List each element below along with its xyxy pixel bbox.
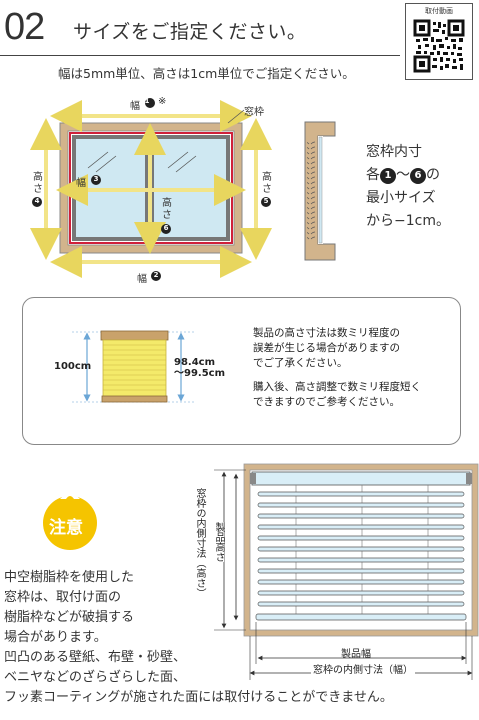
- window-frame-diagram: [30, 98, 336, 281]
- spec-line-1: 窓枠内寸: [366, 144, 422, 160]
- caution-badge-label: 注意: [49, 518, 83, 538]
- label-num-3: 3: [93, 175, 99, 183]
- num4-circle: [32, 197, 42, 207]
- caution-line-7: フッ素コーティングが施された面には取付けることができません。: [4, 690, 393, 705]
- label-range-2: 〜99.5cm: [174, 368, 226, 379]
- note-line-1: 製品の高さ寸法は数ミリ程度の: [253, 327, 400, 339]
- caution-line-2: 窓枠は、取付け面の: [4, 590, 122, 605]
- num1-circle: [145, 98, 155, 108]
- note-line-4: 購入後、高さ調整で数ミリ程度短く: [253, 381, 421, 393]
- label-frame: 窓枠: [244, 107, 264, 118]
- note-line-5: できますのでご参考ください。: [253, 396, 400, 408]
- spec-num-from: 1: [380, 168, 396, 184]
- spec-num-to: 6: [410, 168, 426, 184]
- spec-line-3: 最小サイズ: [366, 190, 436, 206]
- label-num-1: 1: [144, 97, 150, 105]
- label-num-4: 4: [34, 197, 40, 205]
- qr-caption: 取付動画: [425, 7, 453, 15]
- caution-line-3: 樹脂枠などが破損する: [4, 610, 135, 625]
- label-inner-width: 窓枠の内側寸法（幅）: [311, 661, 415, 676]
- spec-line-4: から−1cm。: [366, 213, 450, 229]
- side-profile-diagram: [304, 121, 336, 261]
- num3-circle: [91, 175, 101, 185]
- spec-line-2-mid: 〜: [396, 167, 410, 183]
- size-subtitle: 幅は5mm単位、高さは1cm単位でご指定ください。: [58, 66, 355, 81]
- label-height-range: 98.4cm 〜99.5cm: [174, 357, 225, 379]
- section-number: 02: [4, 6, 45, 48]
- header-divider: [0, 55, 400, 56]
- tolerance-text: 製品の高さ寸法は数ミリ程度の 誤差が生じる場合がありますの でご了承ください。 …: [253, 326, 421, 410]
- caution-text: 中空樹脂枠を使用した 窓枠は、取付け面の 樹脂枠などが破損する 場合があります。…: [4, 568, 393, 708]
- section-title: サイズをご指定ください。: [73, 21, 307, 43]
- note-line-3: でご了承ください。: [253, 357, 348, 369]
- label-100cm: 100cm: [54, 361, 92, 372]
- label-width-3: 幅: [76, 178, 86, 189]
- label-product-height: 製品高さ: [212, 522, 224, 562]
- spec-line-2-prefix: 各: [366, 167, 380, 183]
- spec-line-2-suffix: の: [426, 167, 440, 183]
- label-width-2: 幅: [137, 274, 147, 285]
- label-num-5: 5: [263, 197, 269, 205]
- caution-line-1: 中空樹脂枠を使用した: [4, 570, 135, 585]
- label-height-4: 高さ: [33, 172, 43, 195]
- num5-circle: [261, 197, 271, 207]
- num6-circle: [161, 224, 171, 234]
- height-tolerance-note: [22, 297, 461, 445]
- label-product-width: 製品幅: [341, 649, 371, 660]
- caution-line-4: 場合があります。: [4, 630, 107, 645]
- label-inner-height: 窓枠の内側寸法（高さ）: [193, 488, 205, 598]
- label-width-1: 幅: [130, 101, 140, 112]
- label-num-2: 2: [153, 271, 159, 279]
- label-width-1-mark: ※: [158, 96, 167, 107]
- label-num-6: 6: [163, 224, 169, 232]
- label-height-5: 高さ: [262, 172, 272, 195]
- caution-line-5: 凹凸のある壁紙、布壁・砂壁、: [4, 650, 187, 665]
- note-line-2: 誤差が生じる場合がありますの: [253, 342, 400, 354]
- num2-circle: [151, 271, 161, 281]
- label-range-1: 98.4cm: [174, 357, 216, 368]
- caution-line-6: ベニヤなどのざらざらした面、: [4, 670, 187, 685]
- label-height-6: 高さ: [162, 198, 172, 221]
